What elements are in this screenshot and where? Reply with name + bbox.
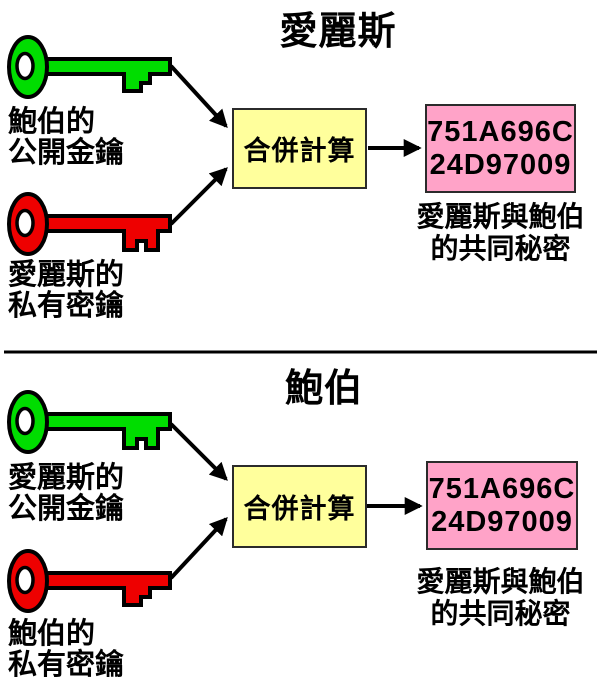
bob-private-key-label-line2: 私有密鑰 — [8, 647, 125, 681]
alice-secret-caption-line1: 愛麗斯與鮑伯 — [416, 200, 585, 233]
alice-public-key-label: 愛麗斯的 公開金鑰 — [8, 462, 124, 524]
alice-public-key-label-line2: 公開金鑰 — [8, 491, 125, 525]
bob-public-key-label-line2: 公開金鑰 — [8, 135, 125, 169]
alice-shared-secret-caption: 愛麗斯與鮑伯 的共同秘密 — [408, 201, 593, 265]
bob-shared-secret-caption: 愛麗斯與鮑伯 的共同秘密 — [408, 566, 593, 630]
bob-secret-value-line2: 24D97009 — [431, 505, 573, 538]
bob-private-key-icon — [7, 549, 172, 613]
bob-secret-caption-line1: 愛麗斯與鮑伯 — [416, 565, 585, 598]
alice-private-key-label-line2: 私有密鑰 — [8, 288, 125, 322]
bob-secret-caption-line2: 的共同秘密 — [430, 597, 571, 630]
arrow-bob-public-to-combine — [169, 422, 228, 481]
alice-public-key-icon — [7, 390, 172, 454]
alice-combine-box: 合併計算 — [232, 108, 367, 189]
alice-secret-value-line2: 24D97009 — [429, 148, 572, 181]
bob-private-key-label-line1: 鮑伯的 — [8, 616, 96, 650]
bob-secret-value-line1: 751A696C — [428, 472, 576, 505]
bob-public-key-label: 鮑伯的 公開金鑰 — [8, 106, 124, 168]
alice-public-key-label-line1: 愛麗斯的 — [8, 460, 125, 494]
alice-private-key-label: 愛麗斯的 私有密鑰 — [8, 259, 124, 321]
bob-public-key-icon — [7, 35, 172, 99]
bob-public-key-label-line1: 鮑伯的 — [8, 104, 96, 138]
alice-panel-title: 愛麗斯 — [279, 9, 397, 53]
arrow-alice-private-to-combine — [169, 167, 228, 226]
alice-private-key-icon — [7, 192, 172, 256]
alice-private-key-label-line1: 愛麗斯的 — [8, 257, 125, 291]
alice-secret-value-line1: 751A696C — [427, 115, 574, 148]
arrow-alice-public-to-combine — [169, 64, 228, 128]
alice-shared-secret-box: 751A696C 24D97009 — [425, 104, 576, 193]
bob-combine-box: 合併計算 — [232, 465, 367, 548]
arrow-bob-private-to-combine — [169, 517, 228, 580]
bob-panel-title: 鮑伯 — [284, 366, 363, 410]
bob-shared-secret-box: 751A696C 24D97009 — [426, 461, 578, 550]
bob-private-key-label: 鮑伯的 私有密鑰 — [8, 618, 124, 680]
alice-secret-caption-line2: 的共同秘密 — [430, 232, 571, 265]
